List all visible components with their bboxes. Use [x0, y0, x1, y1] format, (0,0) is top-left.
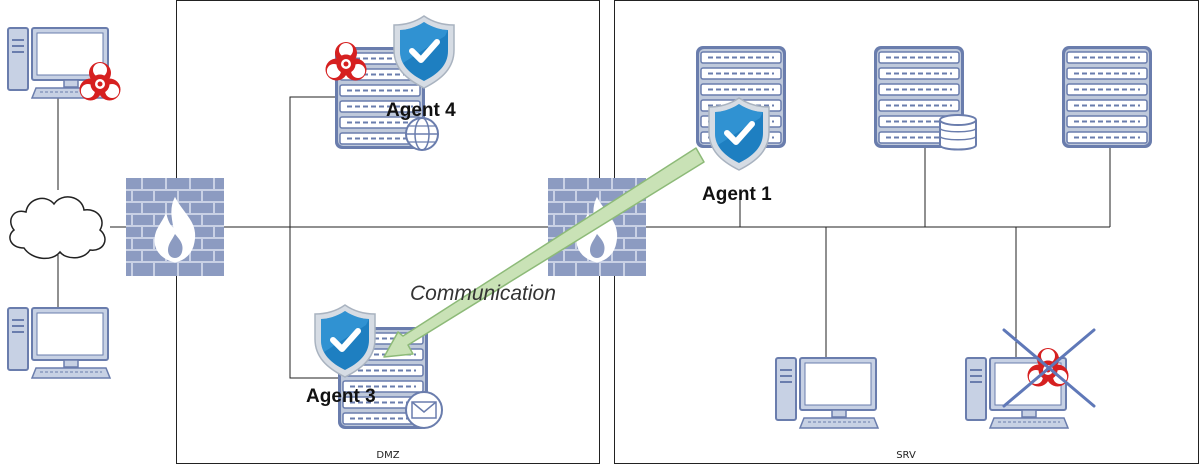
agent1-label: Agent 1 [702, 184, 772, 205]
database-icon [939, 114, 977, 151]
srv-workstation[interactable] [775, 357, 879, 429]
dmz-zone-label: DMZ [376, 450, 399, 461]
database-server[interactable] [873, 45, 977, 151]
agent4-label: Agent 4 [386, 100, 456, 121]
mail-icon [405, 391, 443, 429]
agent4-server[interactable] [334, 46, 439, 151]
cross-out-icon [1002, 328, 1096, 408]
workstation[interactable] [7, 307, 111, 379]
shield-check-icon [709, 98, 769, 170]
agent3-server[interactable] [337, 326, 443, 430]
communication-label: Communication [410, 282, 556, 305]
firewall-icon [125, 177, 225, 277]
cloud-icon [9, 196, 106, 260]
srv-zone-label: SRV [896, 450, 916, 461]
globe-icon [405, 117, 439, 151]
communication-arrow [383, 147, 705, 358]
server-icon[interactable] [1061, 45, 1153, 149]
agent3-label: Agent 3 [306, 386, 376, 407]
